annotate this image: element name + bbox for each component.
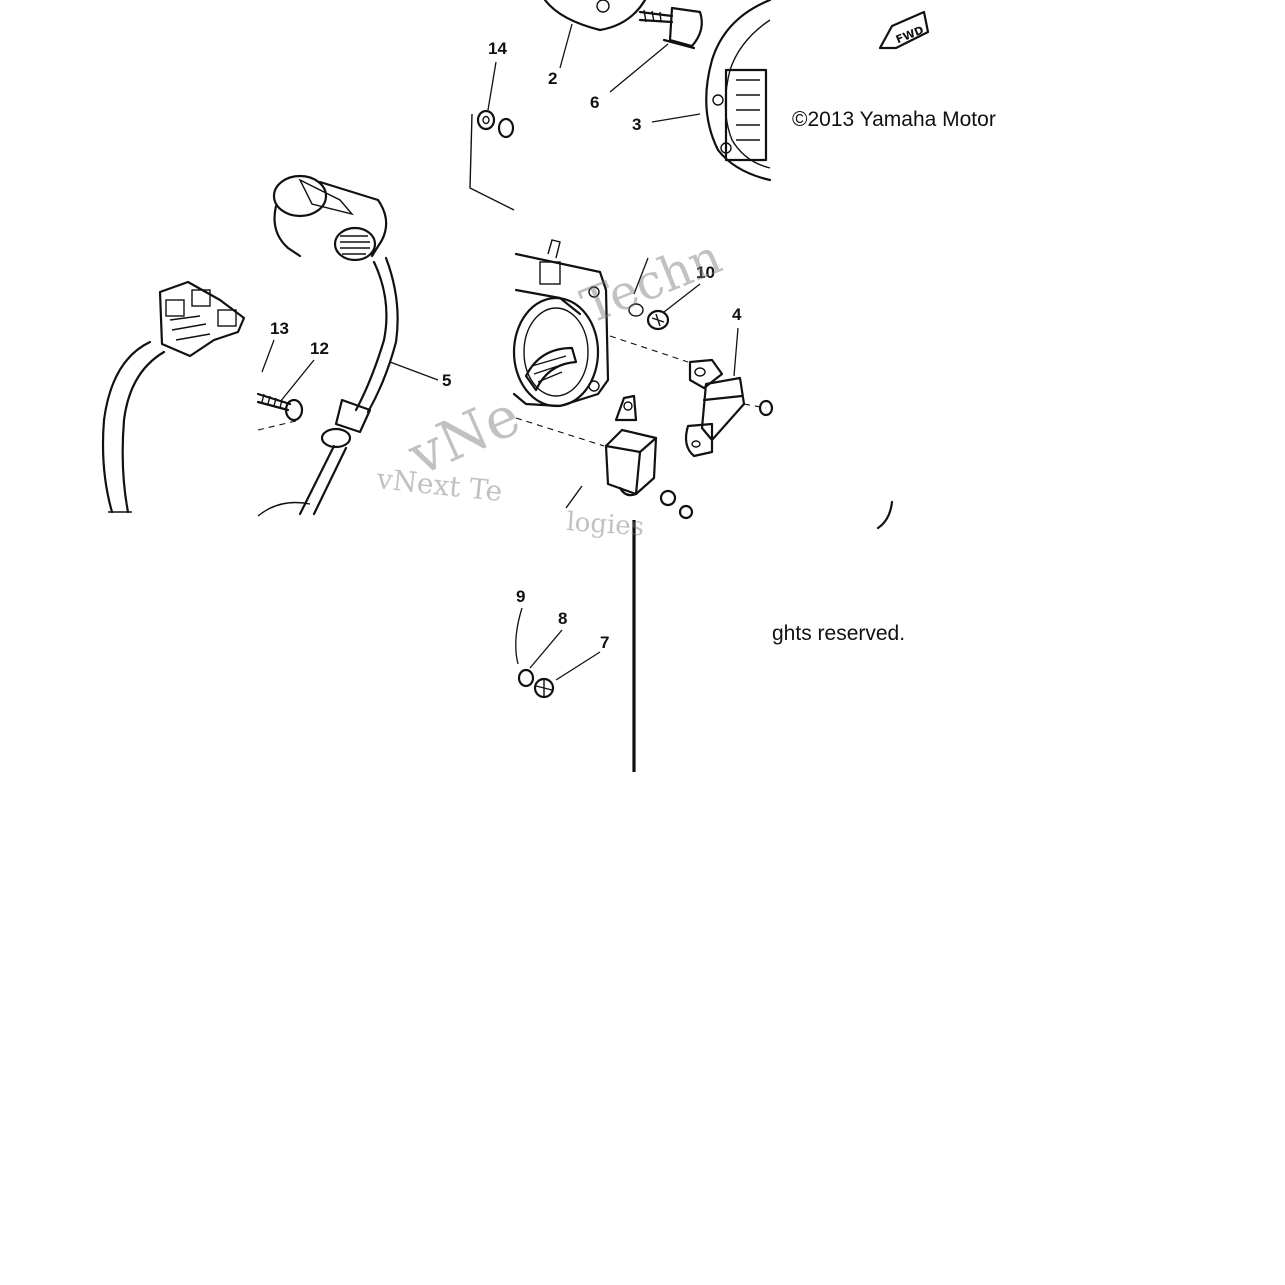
leader-11b [565, 485, 583, 509]
leader-12 [279, 359, 315, 403]
part-12-screw [256, 392, 304, 422]
leader-2 [559, 23, 573, 69]
leader-4 [733, 327, 739, 377]
part-10-screw [628, 303, 670, 331]
part-14-washer [476, 109, 515, 139]
wire-harness-connector [101, 280, 246, 514]
callout-12: 12 [310, 339, 329, 358]
callout-2: 2 [548, 69, 557, 88]
leader-9 [515, 607, 523, 665]
bracket-line [469, 113, 515, 211]
fwd-label: FWD [894, 23, 926, 46]
callout-4: 4 [732, 305, 742, 324]
part-4-pulser-coil [684, 358, 774, 458]
stator-housing [512, 239, 610, 408]
flywheel-edge [257, 501, 311, 517]
part-7-8-9-fasteners [517, 668, 555, 699]
leader-11 [633, 257, 649, 295]
alignment-dash-c [743, 403, 767, 409]
part-3-stator [705, 0, 772, 182]
ignition-coil [272, 174, 388, 262]
leader-3 [651, 113, 701, 123]
leader-8 [529, 629, 563, 669]
leader-6 [609, 43, 669, 93]
callout-13: 13 [270, 319, 289, 338]
part-5-lead-wire [298, 256, 399, 516]
callout-14: 14 [488, 39, 507, 58]
watermark-diagonal-2: Techn [574, 229, 730, 335]
alignment-dash-a [257, 419, 301, 431]
arc-fragment [876, 500, 894, 530]
callout-5: 5 [442, 371, 451, 390]
callout-7: 7 [600, 633, 609, 652]
fwd-arrow-icon: FWD [878, 10, 930, 50]
leader-14 [487, 61, 497, 111]
leader-10 [663, 283, 701, 313]
charge-coil [604, 394, 658, 497]
callout-8: 8 [558, 609, 567, 628]
callout-3: 3 [632, 115, 641, 134]
copyright-notice: ©2013 Yamaha Motor [792, 108, 996, 131]
part-2-rotor [543, 0, 647, 32]
callout-6: 6 [590, 93, 599, 112]
washer-small-2 [678, 504, 694, 520]
washer-small [659, 489, 677, 507]
leader-5 [389, 361, 439, 381]
watermark-tail: logies [566, 507, 646, 542]
leader-7 [555, 651, 601, 681]
callout-9: 9 [516, 587, 525, 606]
part-6-bolt [638, 6, 703, 50]
callout-10: 10 [696, 263, 715, 282]
alignment-dash-d [515, 417, 605, 447]
leader-13 [261, 339, 275, 373]
rights-notice: ghts reserved. [772, 622, 905, 645]
alignment-dash-b [609, 335, 689, 363]
